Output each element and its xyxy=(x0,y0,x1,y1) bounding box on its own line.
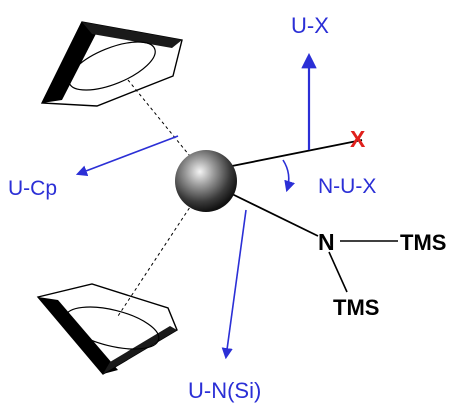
u-x-bond xyxy=(231,139,363,167)
u-n-si-vector-arrow xyxy=(221,209,247,360)
bottom-cp-ring xyxy=(36,283,178,375)
top-cp-ring xyxy=(40,21,183,107)
x-atom-label: X xyxy=(350,126,366,152)
uranium-atom-sphere xyxy=(175,150,237,212)
u-n-bond xyxy=(231,193,319,237)
u-cp-top-dashed-bond xyxy=(127,79,199,167)
u-n-si-label: U-N(Si) xyxy=(188,378,261,403)
tms-bottom-label: TMS xyxy=(333,295,379,320)
n-atom-label: N xyxy=(318,229,335,255)
n-u-x-angle-arc xyxy=(282,159,296,193)
n-u-x-angle-label: N-U-X xyxy=(318,175,376,198)
u-x-label: U-X xyxy=(291,13,329,38)
tms-right-label: TMS xyxy=(400,230,446,255)
n-tms-bottom-bond xyxy=(328,251,348,293)
u-cp-bottom-dashed-bond xyxy=(117,197,197,317)
u-cp-label: U-Cp xyxy=(8,177,57,200)
u-cp-vector-arrow xyxy=(75,135,179,177)
